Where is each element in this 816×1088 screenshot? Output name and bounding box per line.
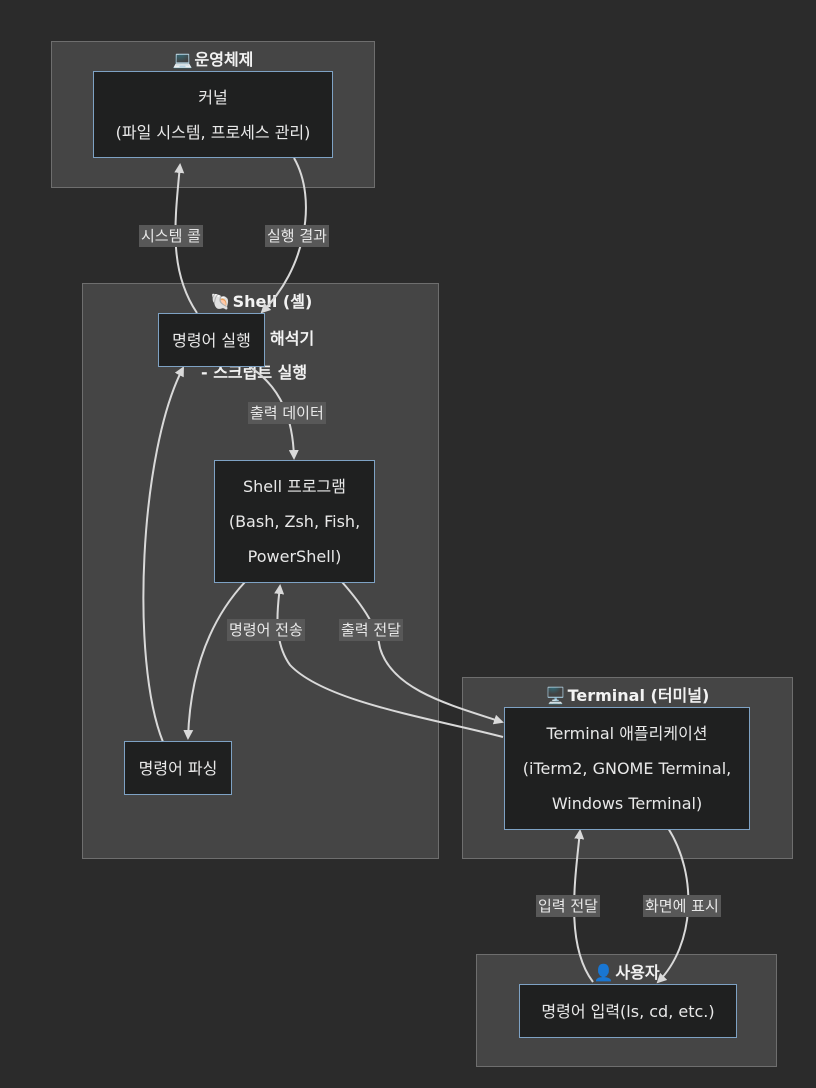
node-user-input[interactable]: 명령어 입력(ls, cd, etc.) xyxy=(519,984,737,1038)
node-exec-line1: 명령어 실행 xyxy=(172,330,251,350)
laptop-icon: 💻 xyxy=(172,50,193,69)
group-os-label: 운영체제 xyxy=(194,50,254,69)
node-terminal-app[interactable]: Terminal 애플리케이션 (iTerm2, GNOME Terminal,… xyxy=(504,707,750,830)
desktop-icon: 🖥️ xyxy=(545,686,566,705)
group-terminal-label: Terminal (터미널) xyxy=(567,686,710,705)
edge-label-send-command: 명령어 전송 xyxy=(227,619,305,641)
node-shell-program[interactable]: Shell 프로그램 (Bash, Zsh, Fish, PowerShell) xyxy=(214,460,375,583)
node-terminal-app-line3: Windows Terminal) xyxy=(551,794,703,813)
node-user-input-line1: 명령어 입력(ls, cd, etc.) xyxy=(541,1001,715,1021)
shell-note-interpreter: 해석기 xyxy=(270,329,315,348)
group-user-label: 사용자 xyxy=(615,963,660,982)
node-kernel-line1: 커널 xyxy=(198,87,228,107)
node-shell-program-line2: (Bash, Zsh, Fish, xyxy=(228,512,361,531)
shell-icon: 🐚 xyxy=(210,292,231,311)
group-terminal-title: 🖥️Terminal (터미널) xyxy=(463,682,792,706)
node-terminal-app-line1: Terminal 애플리케이션 xyxy=(546,724,708,743)
edge-label-output-data: 출력 데이터 xyxy=(248,402,326,424)
group-shell-title: 🐚Shell (셸) xyxy=(83,288,440,312)
edge-label-display: 화면에 표시 xyxy=(643,895,721,917)
node-kernel[interactable]: 커널 (파일 시스템, 프로세스 관리) xyxy=(93,71,333,158)
edge-label-deliver-input: 입력 전달 xyxy=(536,895,600,917)
node-parse-line1: 명령어 파싱 xyxy=(138,758,218,778)
group-shell-label: Shell (셸) xyxy=(232,292,313,311)
group-user-title: 👤사용자 xyxy=(477,959,776,983)
edge-label-system-call: 시스템 콜 xyxy=(139,225,203,247)
node-shell-program-line3: PowerShell) xyxy=(247,547,342,566)
node-exec[interactable]: 명령어 실행 xyxy=(158,313,265,367)
node-shell-program-line1: Shell 프로그램 xyxy=(243,477,346,496)
edge-label-deliver-output: 출력 전달 xyxy=(339,619,403,641)
node-kernel-line2: (파일 시스템, 프로세스 관리) xyxy=(115,122,311,142)
edge-label-exec-result: 실행 결과 xyxy=(265,225,329,247)
node-terminal-app-line2: (iTerm2, GNOME Terminal, xyxy=(522,759,732,778)
node-parse[interactable]: 명령어 파싱 xyxy=(124,741,232,795)
group-os-title: 💻운영체제 xyxy=(52,46,374,70)
user-icon: 👤 xyxy=(593,963,614,982)
